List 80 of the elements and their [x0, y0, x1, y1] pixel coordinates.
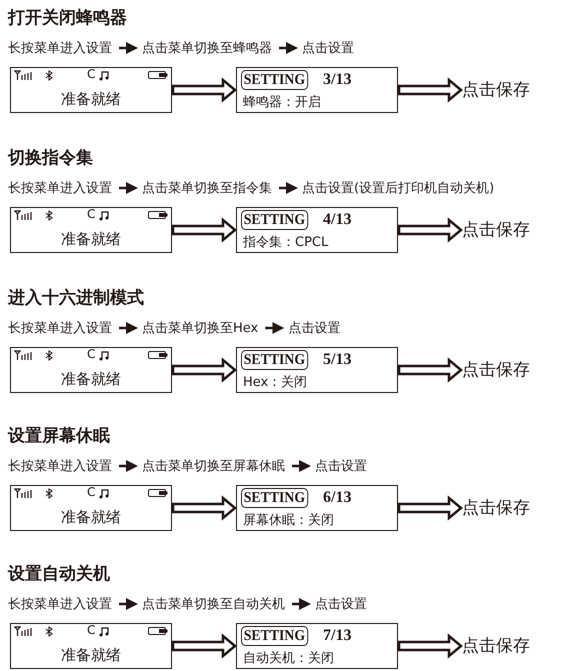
arrow [279, 182, 298, 194]
status-text: C [87, 485, 96, 499]
page-counter: 7/13 [323, 627, 352, 645]
hollow-arrow [172, 217, 237, 243]
action-text: 点击保存 [462, 358, 530, 381]
action-text: 点击保存 [462, 78, 530, 101]
arrow [119, 598, 138, 610]
step-text: 点击菜单切换至自动关机 [142, 595, 285, 613]
mode-tag: SETTING [241, 210, 308, 230]
lcd-screen [10, 207, 172, 253]
lcd-screen [236, 485, 398, 531]
mode-tag: SETTING [241, 626, 308, 646]
section-heading: 进入十六进制模式 [8, 287, 144, 309]
status-text: C [87, 67, 96, 81]
hollow-arrow [398, 77, 463, 103]
section-heading: 设置屏幕休眠 [8, 425, 110, 447]
page-counter: 4/13 [323, 211, 352, 229]
section-heading: 切换指令集 [8, 147, 93, 169]
step-text: 点击菜单切换至Hex [142, 319, 258, 337]
arrow [119, 182, 138, 194]
lcd-screen [10, 623, 172, 669]
step-text: 长按菜单进入设置 [8, 457, 112, 475]
mode-tag: SETTING [241, 70, 308, 90]
status-text: C [87, 623, 96, 637]
step-text: 长按菜单进入设置 [8, 39, 112, 57]
step-text: 点击设置 [302, 39, 354, 57]
action-text: 点击保存 [462, 218, 530, 241]
arrow [279, 42, 298, 54]
arrow [292, 598, 311, 610]
status-text: C [87, 347, 96, 361]
lcd-screen [236, 67, 398, 113]
step-text: 点击设置 [315, 595, 367, 613]
page-counter: 6/13 [323, 489, 352, 507]
status-text: 准备就绪 [60, 508, 122, 527]
step-text: 点击菜单切换至屏幕休眠 [142, 457, 285, 475]
section-heading: 设置自动关机 [8, 563, 110, 585]
hollow-arrow [172, 77, 237, 103]
hollow-arrow [172, 633, 237, 659]
setting-value: 蜂鸣器：开启 [243, 94, 321, 111]
step-text: 点击设置(设置后打印机自动关机) [302, 179, 494, 197]
lcd-screen [236, 347, 398, 393]
arrow [292, 460, 311, 472]
hollow-arrow [398, 633, 463, 659]
setting-value: 屏幕休眠：关闭 [243, 512, 334, 529]
step-text: 长按菜单进入设置 [8, 179, 112, 197]
lcd-screen [10, 485, 172, 531]
step-text: 点击设置 [288, 319, 340, 337]
lcd-screen [236, 623, 398, 669]
arrow [119, 322, 138, 334]
mode-tag: SETTING [241, 488, 308, 508]
hollow-arrow [398, 217, 463, 243]
setting-value: 自动关机：关闭 [243, 650, 334, 667]
arrow [119, 460, 138, 472]
status-text: 准备就绪 [60, 370, 122, 389]
status-text: 准备就绪 [60, 230, 122, 249]
status-text: 准备就绪 [60, 90, 122, 109]
action-text: 点击保存 [462, 496, 530, 519]
hollow-arrow [172, 495, 237, 521]
lcd-screen [236, 207, 398, 253]
mode-tag: SETTING [241, 350, 308, 370]
page-counter: 3/13 [323, 71, 352, 89]
setting-value: Hex：关闭 [243, 374, 308, 391]
action-text: 点击保存 [462, 634, 530, 657]
status-text: C [87, 207, 96, 221]
arrow [119, 42, 138, 54]
step-text: 点击设置 [315, 457, 367, 475]
hollow-arrow [172, 357, 237, 383]
step-text: 长按菜单进入设置 [8, 319, 112, 337]
step-text: 点击菜单切换至指令集 [142, 179, 272, 197]
status-text: 准备就绪 [60, 646, 122, 665]
lcd-screen [10, 347, 172, 393]
step-text: 长按菜单进入设置 [8, 595, 112, 613]
hollow-arrow [398, 357, 463, 383]
lcd-screen [10, 67, 172, 113]
section-heading: 打开关闭蜂鸣器 [8, 7, 127, 29]
page-counter: 5/13 [323, 351, 352, 369]
arrow [265, 322, 284, 334]
step-text: 点击菜单切换至蜂鸣器 [142, 39, 272, 57]
setting-value: 指令集：CPCL [243, 234, 328, 251]
hollow-arrow [398, 495, 463, 521]
